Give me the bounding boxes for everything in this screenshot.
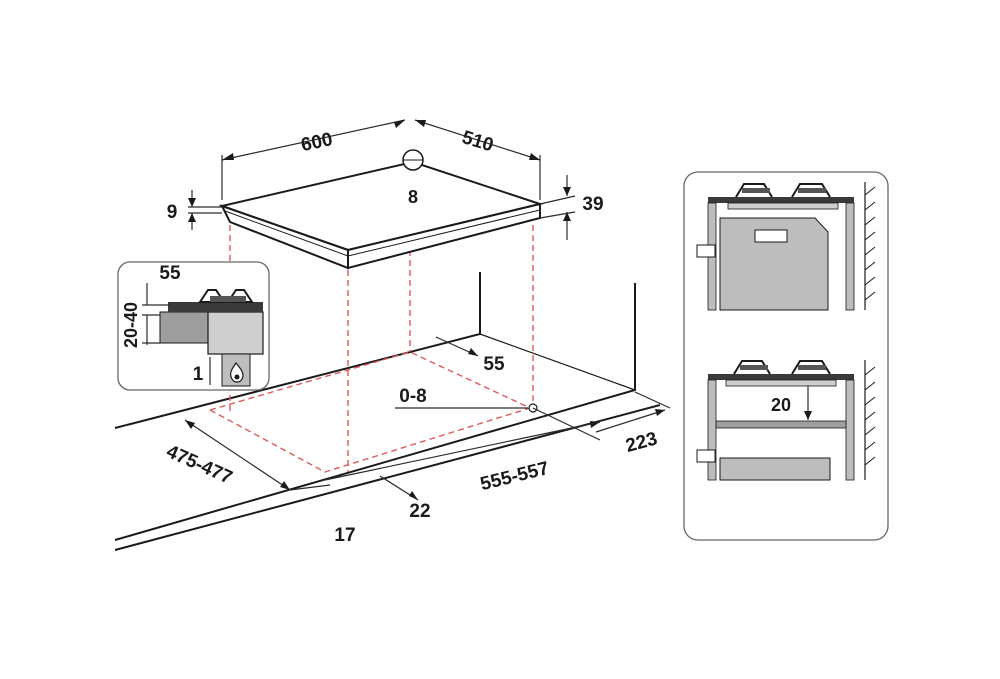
- inset-min-gap-label: 1: [193, 364, 204, 385]
- dim-510: [414, 119, 541, 200]
- side-clearance-label: 223: [624, 428, 660, 456]
- inset-height-range-label: 20-40: [121, 302, 141, 348]
- dim-223: [595, 391, 671, 433]
- inset-top-gap-label: 55: [159, 263, 181, 284]
- dim-17: [289, 484, 331, 491]
- inset-shelf-gap-label: 20: [771, 395, 791, 415]
- cutout-depth-label: 475-477: [163, 441, 235, 489]
- gas-flame-icon: [230, 362, 244, 383]
- hob-depth-label: 510: [459, 127, 495, 156]
- front-offset-label: 17: [334, 525, 355, 546]
- dim-0-8: [395, 403, 601, 441]
- inset-left: [117, 261, 270, 391]
- edge-offset-label: 0-8: [399, 386, 426, 407]
- dim-39: [539, 175, 576, 240]
- cutout-width-label: 555-557: [478, 458, 551, 495]
- hob: [218, 160, 544, 270]
- gas-inlet-label: 8: [408, 187, 418, 207]
- rim-thickness-label: 9: [167, 202, 178, 223]
- front-distance-label: 22: [409, 501, 430, 522]
- dim-9: [188, 190, 222, 230]
- dim-22: [379, 475, 419, 501]
- dim-555-557: [324, 421, 601, 481]
- dim-475-477: [184, 419, 291, 491]
- inset-right: [683, 171, 889, 541]
- hob-height-label: 39: [582, 194, 603, 215]
- hob-width-label: 600: [299, 129, 334, 156]
- dim-600: [221, 119, 406, 200]
- back-clearance-label: 55: [483, 354, 505, 375]
- worktop: [114, 272, 661, 551]
- dim-55: [435, 336, 479, 357]
